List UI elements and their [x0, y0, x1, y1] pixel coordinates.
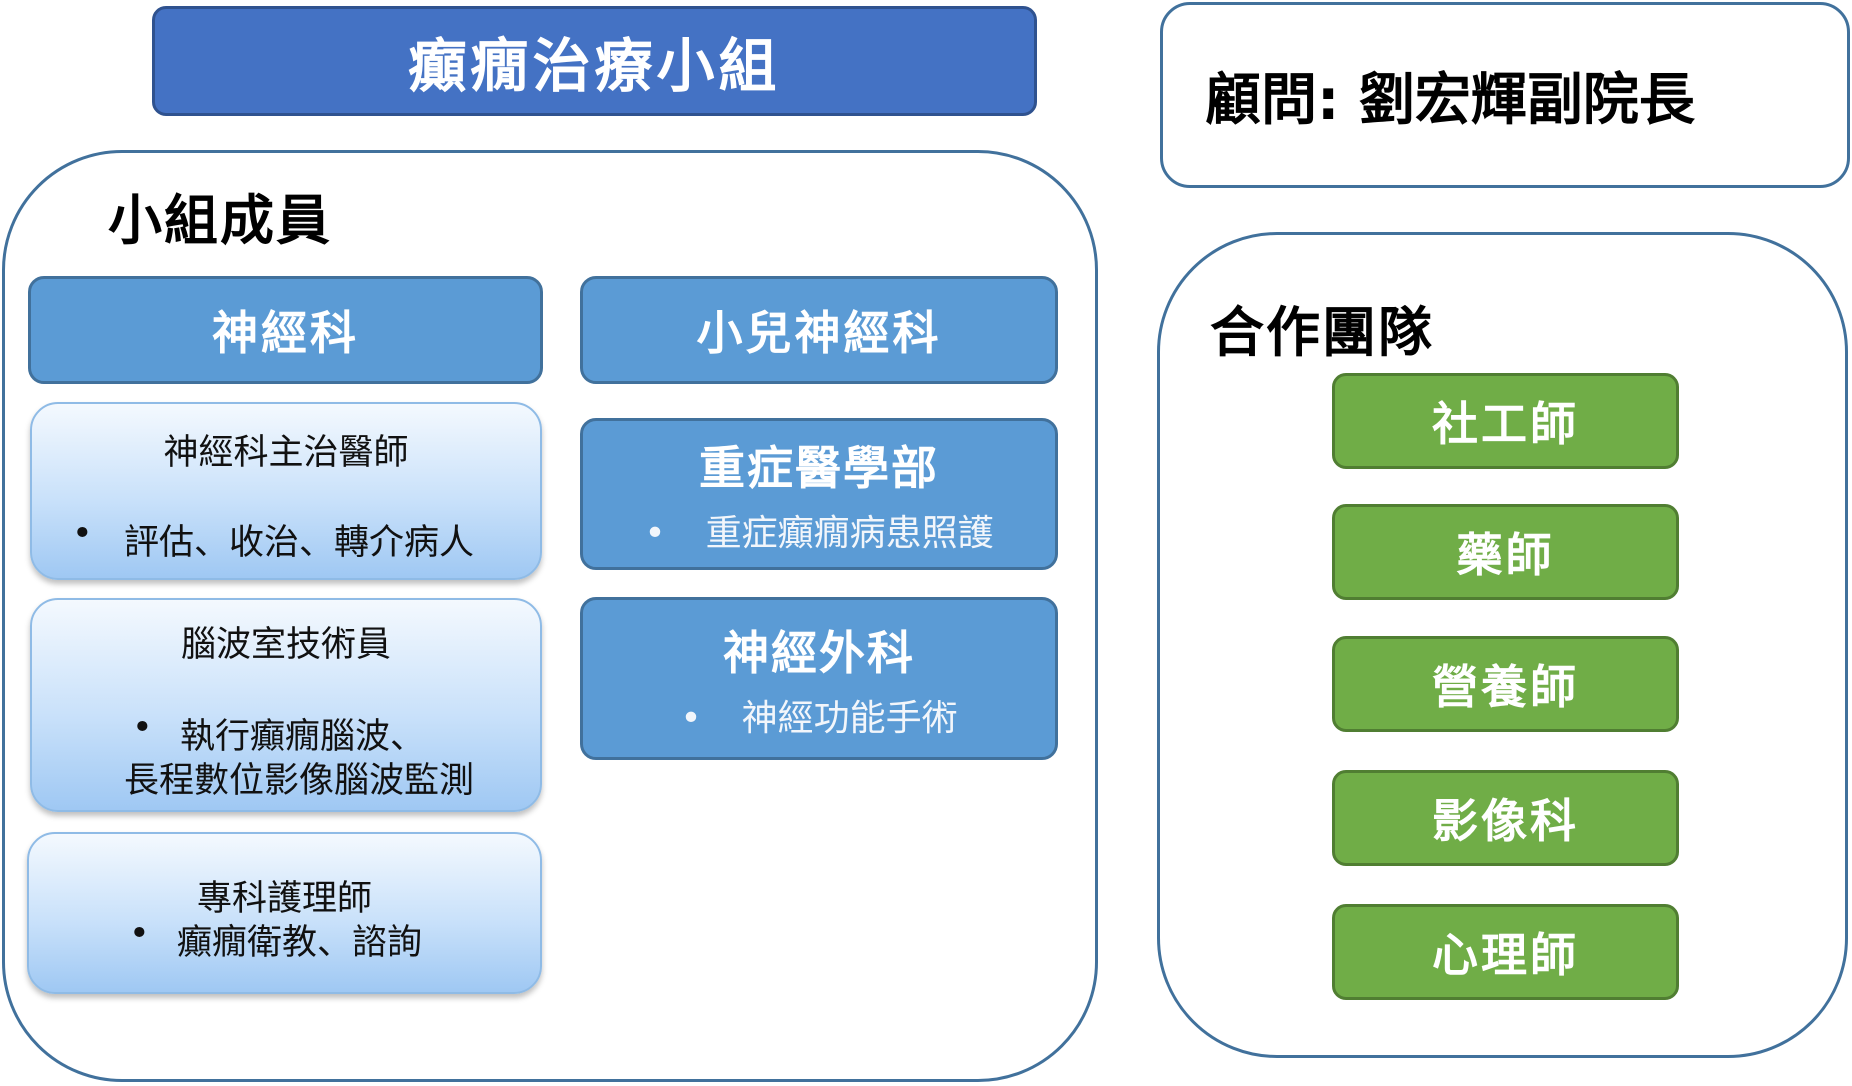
partner-pharmacist: 藥師	[1332, 504, 1679, 600]
bullet: •	[132, 708, 153, 748]
partner-team-heading: 合作團隊	[1210, 301, 1434, 364]
role-attending-title: 神經科主治醫師	[163, 433, 409, 473]
partner-dietitian: 營養師	[1332, 636, 1679, 732]
dept-neurology-header: 神經科	[28, 276, 543, 384]
partner-label: 心理師	[1432, 928, 1579, 982]
role-nurse-practitioner-desc: 癲癇衛教、諮詢	[177, 923, 423, 963]
dept-neurosurgery-box: 神經外科 • 神經功能手術	[580, 597, 1058, 760]
partner-label: 藥師	[1456, 528, 1555, 582]
bullet: •	[72, 514, 93, 554]
partner-label: 營養師	[1432, 660, 1579, 714]
partner-label: 影像科	[1432, 794, 1579, 848]
role-eeg-tech-card: 腦波室技術員 • 執行癲癇腦波、 長程數位影像腦波監測	[30, 598, 542, 812]
team-title: 癲癇治療小組	[408, 32, 781, 100]
dept-pediatric-neurology-header: 小兒神經科	[580, 276, 1058, 384]
dept-critical-care-title: 重症醫學部	[699, 441, 939, 495]
bullet: •	[644, 513, 666, 554]
role-eeg-tech-title: 腦波室技術員	[180, 625, 391, 665]
bullet: •	[129, 914, 150, 954]
advisor-box: 顧問: 劉宏輝副院長	[1160, 2, 1850, 188]
members-heading: 小組成員	[108, 189, 332, 252]
role-eeg-tech-desc-line1: 執行癲癇腦波、	[180, 717, 426, 757]
dept-pediatric-neurology-label: 小兒神經科	[696, 306, 942, 360]
partner-social-worker: 社工師	[1332, 373, 1679, 469]
role-attending-desc: 評估、收治、轉介病人	[124, 523, 475, 563]
advisor-label: 顧問: 劉宏輝副院長	[1205, 67, 1695, 133]
partner-psychologist: 心理師	[1332, 904, 1679, 1000]
dept-critical-care-desc-line: • 重症癲癇病患照護	[644, 504, 993, 556]
dept-critical-care-box: 重症醫學部 • 重症癲癇病患照護	[580, 418, 1058, 570]
partner-radiology: 影像科	[1332, 770, 1679, 866]
dept-critical-care-desc: 重症癲癇病患照護	[705, 513, 994, 554]
partner-label: 社工師	[1432, 397, 1579, 451]
dept-neurosurgery-title: 神經外科	[723, 625, 915, 680]
role-nurse-practitioner-card: 專科護理師 • 癲癇衛教、諮詢	[27, 832, 542, 994]
team-title-banner: 癲癇治療小組	[152, 6, 1037, 116]
role-eeg-tech-desc-line2: 長程數位影像腦波監測	[124, 761, 475, 801]
bullet: •	[680, 697, 702, 739]
dept-neurosurgery-desc-line: • 神經功能手術	[680, 689, 957, 741]
role-attending-card: 神經科主治醫師 • 評估、收治、轉介病人	[30, 402, 542, 580]
dept-neurosurgery-desc: 神經功能手術	[741, 697, 958, 739]
role-nurse-practitioner-title: 專科護理師	[196, 879, 372, 919]
dept-neurology-label: 神經科	[212, 306, 359, 360]
